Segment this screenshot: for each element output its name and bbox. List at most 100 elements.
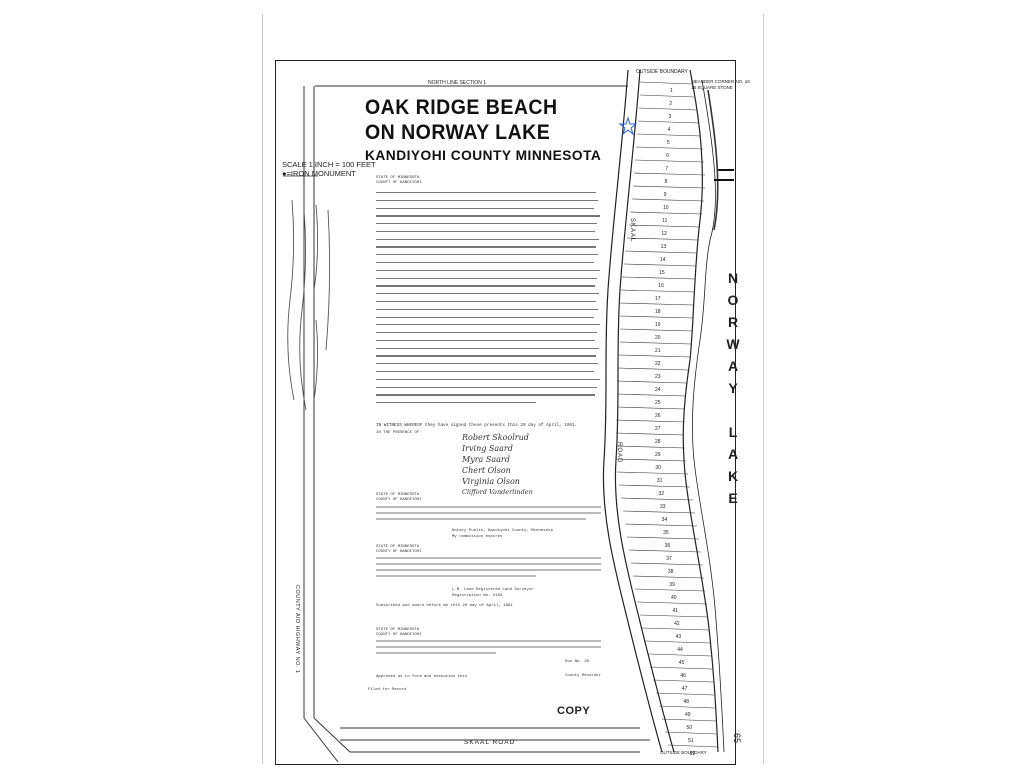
north-line-label: NORTH LINE SECTION 1 xyxy=(428,80,486,86)
lot-number: 50 xyxy=(686,725,693,731)
margin-handwriting xyxy=(287,199,331,411)
signature: Chert Olson xyxy=(462,466,511,475)
lot-number: 11 xyxy=(662,218,668,224)
lot-number: 45 xyxy=(678,660,685,666)
lot-number: 25 xyxy=(655,400,661,406)
lot-number: 29 xyxy=(655,452,661,458)
lot-number: 4 xyxy=(667,127,671,133)
approval-state-header: STATE OF MINNESOTA xyxy=(376,628,420,632)
lake-letter: R xyxy=(727,314,739,330)
notary-county-header: COUNTY OF KANDIYOHI xyxy=(376,498,422,502)
surveyor-state-header: STATE OF MINNESOTA xyxy=(376,545,420,549)
lot-number: 40 xyxy=(670,595,677,601)
sheet-edge xyxy=(262,14,764,764)
lot-number: 18 xyxy=(655,309,661,315)
lot-number: 52 xyxy=(689,751,696,757)
county-aid-highway-label: COUNTY AID HIGHWAY NO. 1 xyxy=(294,585,300,674)
signature: Irving Saard xyxy=(462,444,513,453)
lot-number: 42 xyxy=(674,621,680,627)
lake-letter: W xyxy=(726,336,740,352)
lot-number: 3 xyxy=(668,114,672,120)
lot-number: 28 xyxy=(655,439,661,445)
signature: Virginia Olson xyxy=(462,477,520,486)
lot-number: 14 xyxy=(659,257,666,263)
lot-number: 49 xyxy=(685,712,691,718)
lot-number: 24 xyxy=(655,387,661,393)
lot-number: 22 xyxy=(655,361,661,367)
lake-letter: O xyxy=(727,292,739,308)
meander-corner-label: MEANDER CORNER NO. 10 18 SQUARE STONE xyxy=(691,79,750,91)
lake-letter: E xyxy=(728,490,738,506)
scale-text: SCALE 1 INCH = 100 FEET xyxy=(282,160,376,169)
lot-number: 2 xyxy=(669,101,672,107)
surveyor-county-header: COUNTY OF KANDIYOHI xyxy=(376,550,422,554)
lot-number: 47 xyxy=(681,686,688,692)
signature: Robert Skoolrud xyxy=(462,433,529,442)
meander-corner-line1: MEANDER CORNER NO. 10 xyxy=(691,79,750,84)
lot-number: 8 xyxy=(664,179,668,185)
filed-record-line: Filed for Record xyxy=(368,688,407,692)
recorder-line: County Recorder xyxy=(565,674,602,678)
meander-corner-line2: 18 SQUARE STONE xyxy=(691,85,733,90)
lot-number: 41 xyxy=(672,608,679,614)
lot-number: 10 xyxy=(662,205,669,211)
approved-line: Approved as to form and execution this xyxy=(376,675,468,679)
lot-number: 37 xyxy=(666,556,672,562)
lot-number: 38 xyxy=(667,569,674,575)
margin-page-note: 65 xyxy=(732,733,742,744)
lot-number: 39 xyxy=(669,582,675,588)
lot-number: 46 xyxy=(680,673,686,679)
lot-number: 12 xyxy=(661,231,667,237)
lot-number: 35 xyxy=(663,530,669,536)
doc-number: Doc No. 20 xyxy=(565,660,590,664)
lot-number: 43 xyxy=(675,634,682,640)
plat-title-line1: OAK RIDGE BEACH xyxy=(365,96,558,119)
presence-label: IN THE PRESENCE OF xyxy=(376,431,420,435)
lot-number: 34 xyxy=(661,517,668,523)
notary-title: Notary Public, Kandiyohi County, Minneso… xyxy=(452,529,553,533)
skaal-road-label: SKAAL ROAD xyxy=(464,739,516,746)
plat-title-county: KANDIYOHI COUNTY MINNESOTA xyxy=(365,147,602,163)
signature: Myra Saard xyxy=(462,455,510,464)
copy-stamp: COPY xyxy=(557,705,591,717)
lot-number: 13 xyxy=(660,244,667,250)
surveyor-registration: Registration No. 2183 xyxy=(452,594,503,598)
state-header: STATE OF MINNESOTA xyxy=(376,176,420,180)
lot-number: 30 xyxy=(655,465,661,471)
lot-number: 23 xyxy=(655,374,661,380)
lot-number: 9 xyxy=(663,192,667,198)
lot-number: 5 xyxy=(666,140,670,146)
lake-letter: L xyxy=(728,424,738,440)
dedication-text xyxy=(376,192,600,410)
notary-state-header: STATE OF MINNESOTA xyxy=(376,493,420,497)
approval-text xyxy=(376,640,601,654)
lot-number: 17 xyxy=(655,296,661,302)
outside-boundary-top: OUTSIDE BOUNDARY xyxy=(636,69,688,75)
lot-number: 36 xyxy=(664,543,671,549)
lot-number: 21 xyxy=(655,348,661,354)
lot-number: 1 xyxy=(670,88,673,94)
county-header: COUNTY OF KANDIYOHI xyxy=(376,181,422,185)
approval-county-header: COUNTY OF KANDIYOHI xyxy=(376,633,422,637)
monument-legend: ●=IRON MONUMENT xyxy=(282,169,356,178)
lot-number: 16 xyxy=(658,283,664,289)
lot-number: 33 xyxy=(660,504,666,510)
scale-legend: SCALE 1 INCH = 100 FEET ●=IRON MONUMENT xyxy=(282,160,376,178)
lot-number: 31 xyxy=(656,478,663,484)
surveyor-name: L.M. Lane Registered Land Surveyor xyxy=(452,588,534,592)
lot-number: 7 xyxy=(665,166,669,172)
lot-number: 32 xyxy=(658,491,665,497)
lot-number: 26 xyxy=(655,413,661,419)
lot-number: 27 xyxy=(655,426,661,432)
road-vertical-label: ROAD xyxy=(616,442,622,464)
plat-title-line2: ON NORWAY LAKE xyxy=(365,121,551,144)
sworn-line: Subscribed and sworn before me this 20 d… xyxy=(376,604,513,608)
lot-number: 15 xyxy=(659,270,665,276)
notary-text xyxy=(376,506,601,520)
lake-letter: N xyxy=(727,270,739,286)
signature: Clifford Vanderlinden xyxy=(462,488,533,496)
lot-number: 51 xyxy=(688,738,694,744)
lake-letter: Y xyxy=(728,380,738,396)
